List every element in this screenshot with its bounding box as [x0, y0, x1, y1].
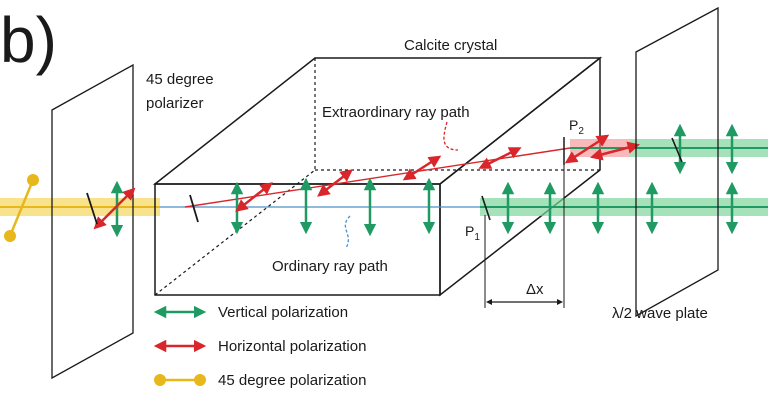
delta-x-dimension [484, 150, 565, 308]
half-wave-plate [635, 6, 719, 318]
extraordinary-label: Extraordinary ray path [322, 104, 470, 121]
crystal-label: Calcite crystal [404, 37, 497, 54]
polarizer-diagonal-arrow [93, 187, 136, 230]
polarizer-label-line1: 45 degree [146, 71, 214, 88]
p1-label: P1 [465, 223, 480, 243]
legend: Vertical polarization Horizontal polariz… [153, 304, 366, 389]
input-diagonal-polarization [4, 174, 39, 242]
delta-x-label: Δx [526, 281, 544, 298]
polarizer-plate [51, 63, 134, 380]
extraordinary-ray-polarization-arrows [235, 134, 641, 212]
polarizer-label-line2: polarizer [146, 95, 204, 112]
legend-diagonal-label: 45 degree polarization [218, 372, 366, 389]
p2-label: P2 [569, 117, 584, 137]
legend-vertical-label: Vertical polarization [218, 304, 348, 321]
legend-horizontal-label: Horizontal polarization [218, 338, 366, 355]
wave-plate-label: λ/2 wave plate [612, 305, 708, 322]
extraordinary-exit-polarization-arrows [673, 123, 739, 175]
panel-label: b) [0, 4, 57, 76]
ordinary-label: Ordinary ray path [272, 258, 388, 275]
